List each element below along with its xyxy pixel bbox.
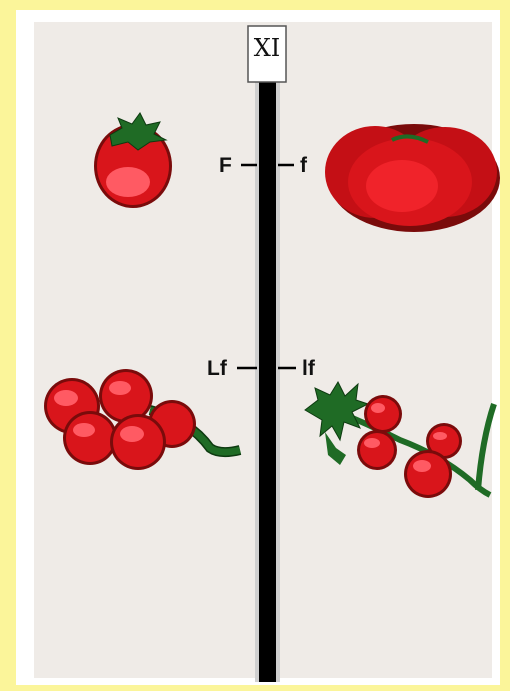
allele-f-label: f — [300, 154, 307, 177]
large-flat-tomato-icon — [325, 124, 500, 232]
chromosome — [247, 25, 287, 682]
centromere-box — [247, 25, 287, 83]
allele-Lf-label: Lf — [207, 357, 227, 380]
allele-F-label: F — [219, 154, 232, 177]
locus-ticks — [237, 163, 296, 370]
centromere-label: XI — [253, 34, 281, 62]
cherry-tomato-cluster-dense-icon — [44, 369, 242, 470]
cherry-tomato-cluster-sparse-icon — [304, 380, 497, 498]
allele-lf-label: lf — [302, 357, 315, 380]
small-round-tomato-icon — [94, 112, 172, 208]
chromosome-body — [259, 80, 276, 682]
